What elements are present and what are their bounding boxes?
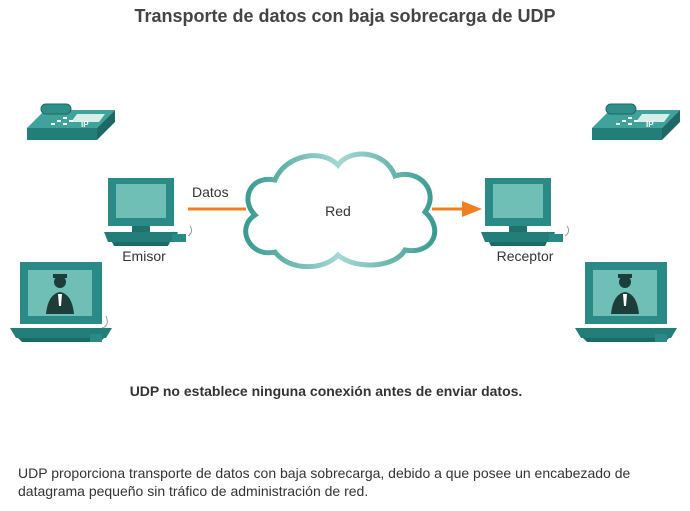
page-title: Transporte de datos con baja sobrecarga …: [134, 6, 556, 26]
ip-badge: IP: [81, 120, 89, 129]
arrow-head: [462, 201, 482, 217]
ip-phone-icon-left: IP: [27, 103, 115, 140]
cloud-icon: [243, 151, 438, 270]
video-endpoint-icon-left: [10, 262, 112, 342]
workstation-icon-receiver: [481, 178, 570, 246]
receiver-label: Receptor: [497, 248, 554, 264]
ip-badge: IP: [646, 120, 654, 129]
workstation-icon-sender: [104, 178, 193, 246]
sender-label: Emisor: [122, 248, 166, 264]
subtitle: UDP no establece ninguna conexión antes …: [129, 383, 523, 399]
ip-phone-icon-right: IP: [592, 103, 680, 140]
data-label: Datos: [192, 184, 229, 200]
video-endpoint-icon-right: [575, 262, 677, 342]
description: UDP proporciona transporte de datos con …: [18, 465, 631, 499]
network-label: Red: [325, 203, 351, 219]
